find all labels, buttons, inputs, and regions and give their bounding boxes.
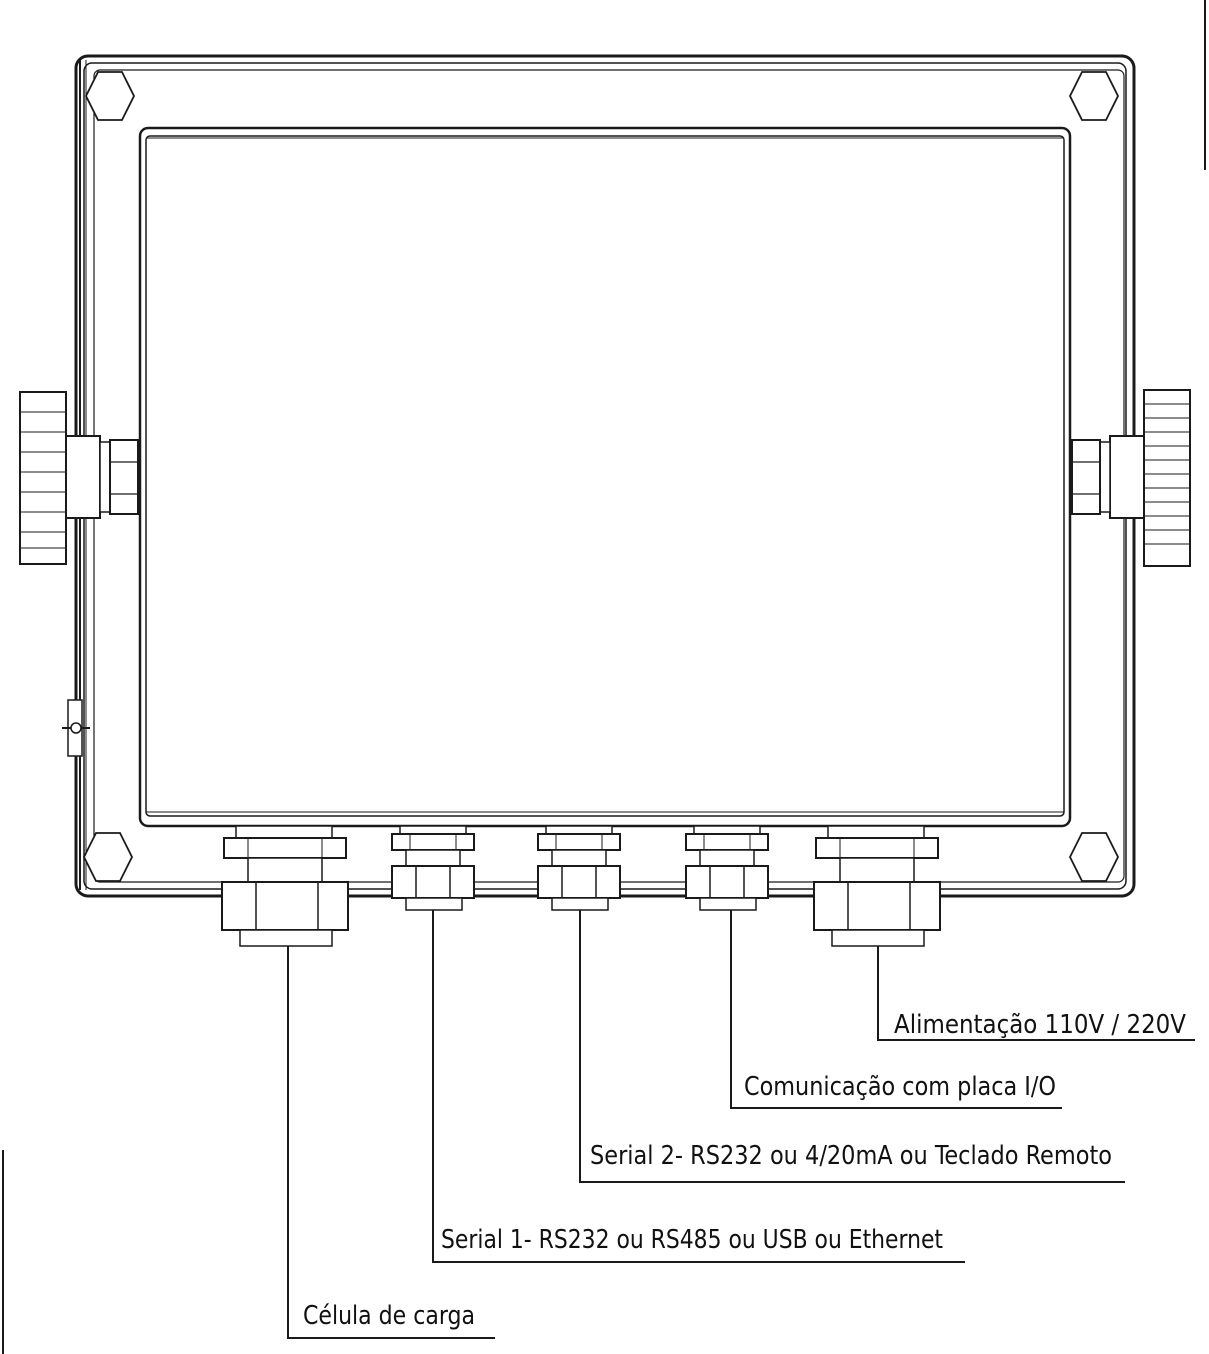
cable-gland-load-cell <box>221 825 349 947</box>
label-load-cell: Célula de carga <box>303 1301 475 1331</box>
enclosure-body <box>74 54 1136 898</box>
leader-serial2 <box>579 910 1125 1183</box>
cable-gland-power <box>813 825 941 947</box>
mounting-knob-right <box>1071 389 1191 567</box>
cable-gland-serial1 <box>391 825 475 911</box>
label-serial1: Serial 1- RS232 ou RS485 ou USB ou Ether… <box>441 1225 943 1255</box>
cable-gland-io <box>685 825 769 911</box>
corner-bolt-bottom-right <box>1068 832 1120 882</box>
mounting-knob-left <box>19 391 139 565</box>
display-window <box>138 126 1072 828</box>
leader-load-cell <box>287 946 495 1339</box>
corner-bolt-top-right <box>1068 71 1120 121</box>
cable-gland-serial2 <box>537 825 621 911</box>
label-io: Comunicação com placa I/O <box>744 1072 1056 1102</box>
leader-serial1 <box>432 910 965 1263</box>
leader-power <box>877 946 1195 1041</box>
corner-bolt-top-left <box>84 71 136 121</box>
label-power: Alimentação 110V / 220V <box>894 1010 1186 1040</box>
label-serial2: Serial 2- RS232 ou 4/20mA ou Teclado Rem… <box>590 1141 1112 1171</box>
corner-bolt-bottom-left <box>82 832 134 882</box>
latch-left <box>62 699 90 757</box>
leader-io <box>730 910 1062 1109</box>
